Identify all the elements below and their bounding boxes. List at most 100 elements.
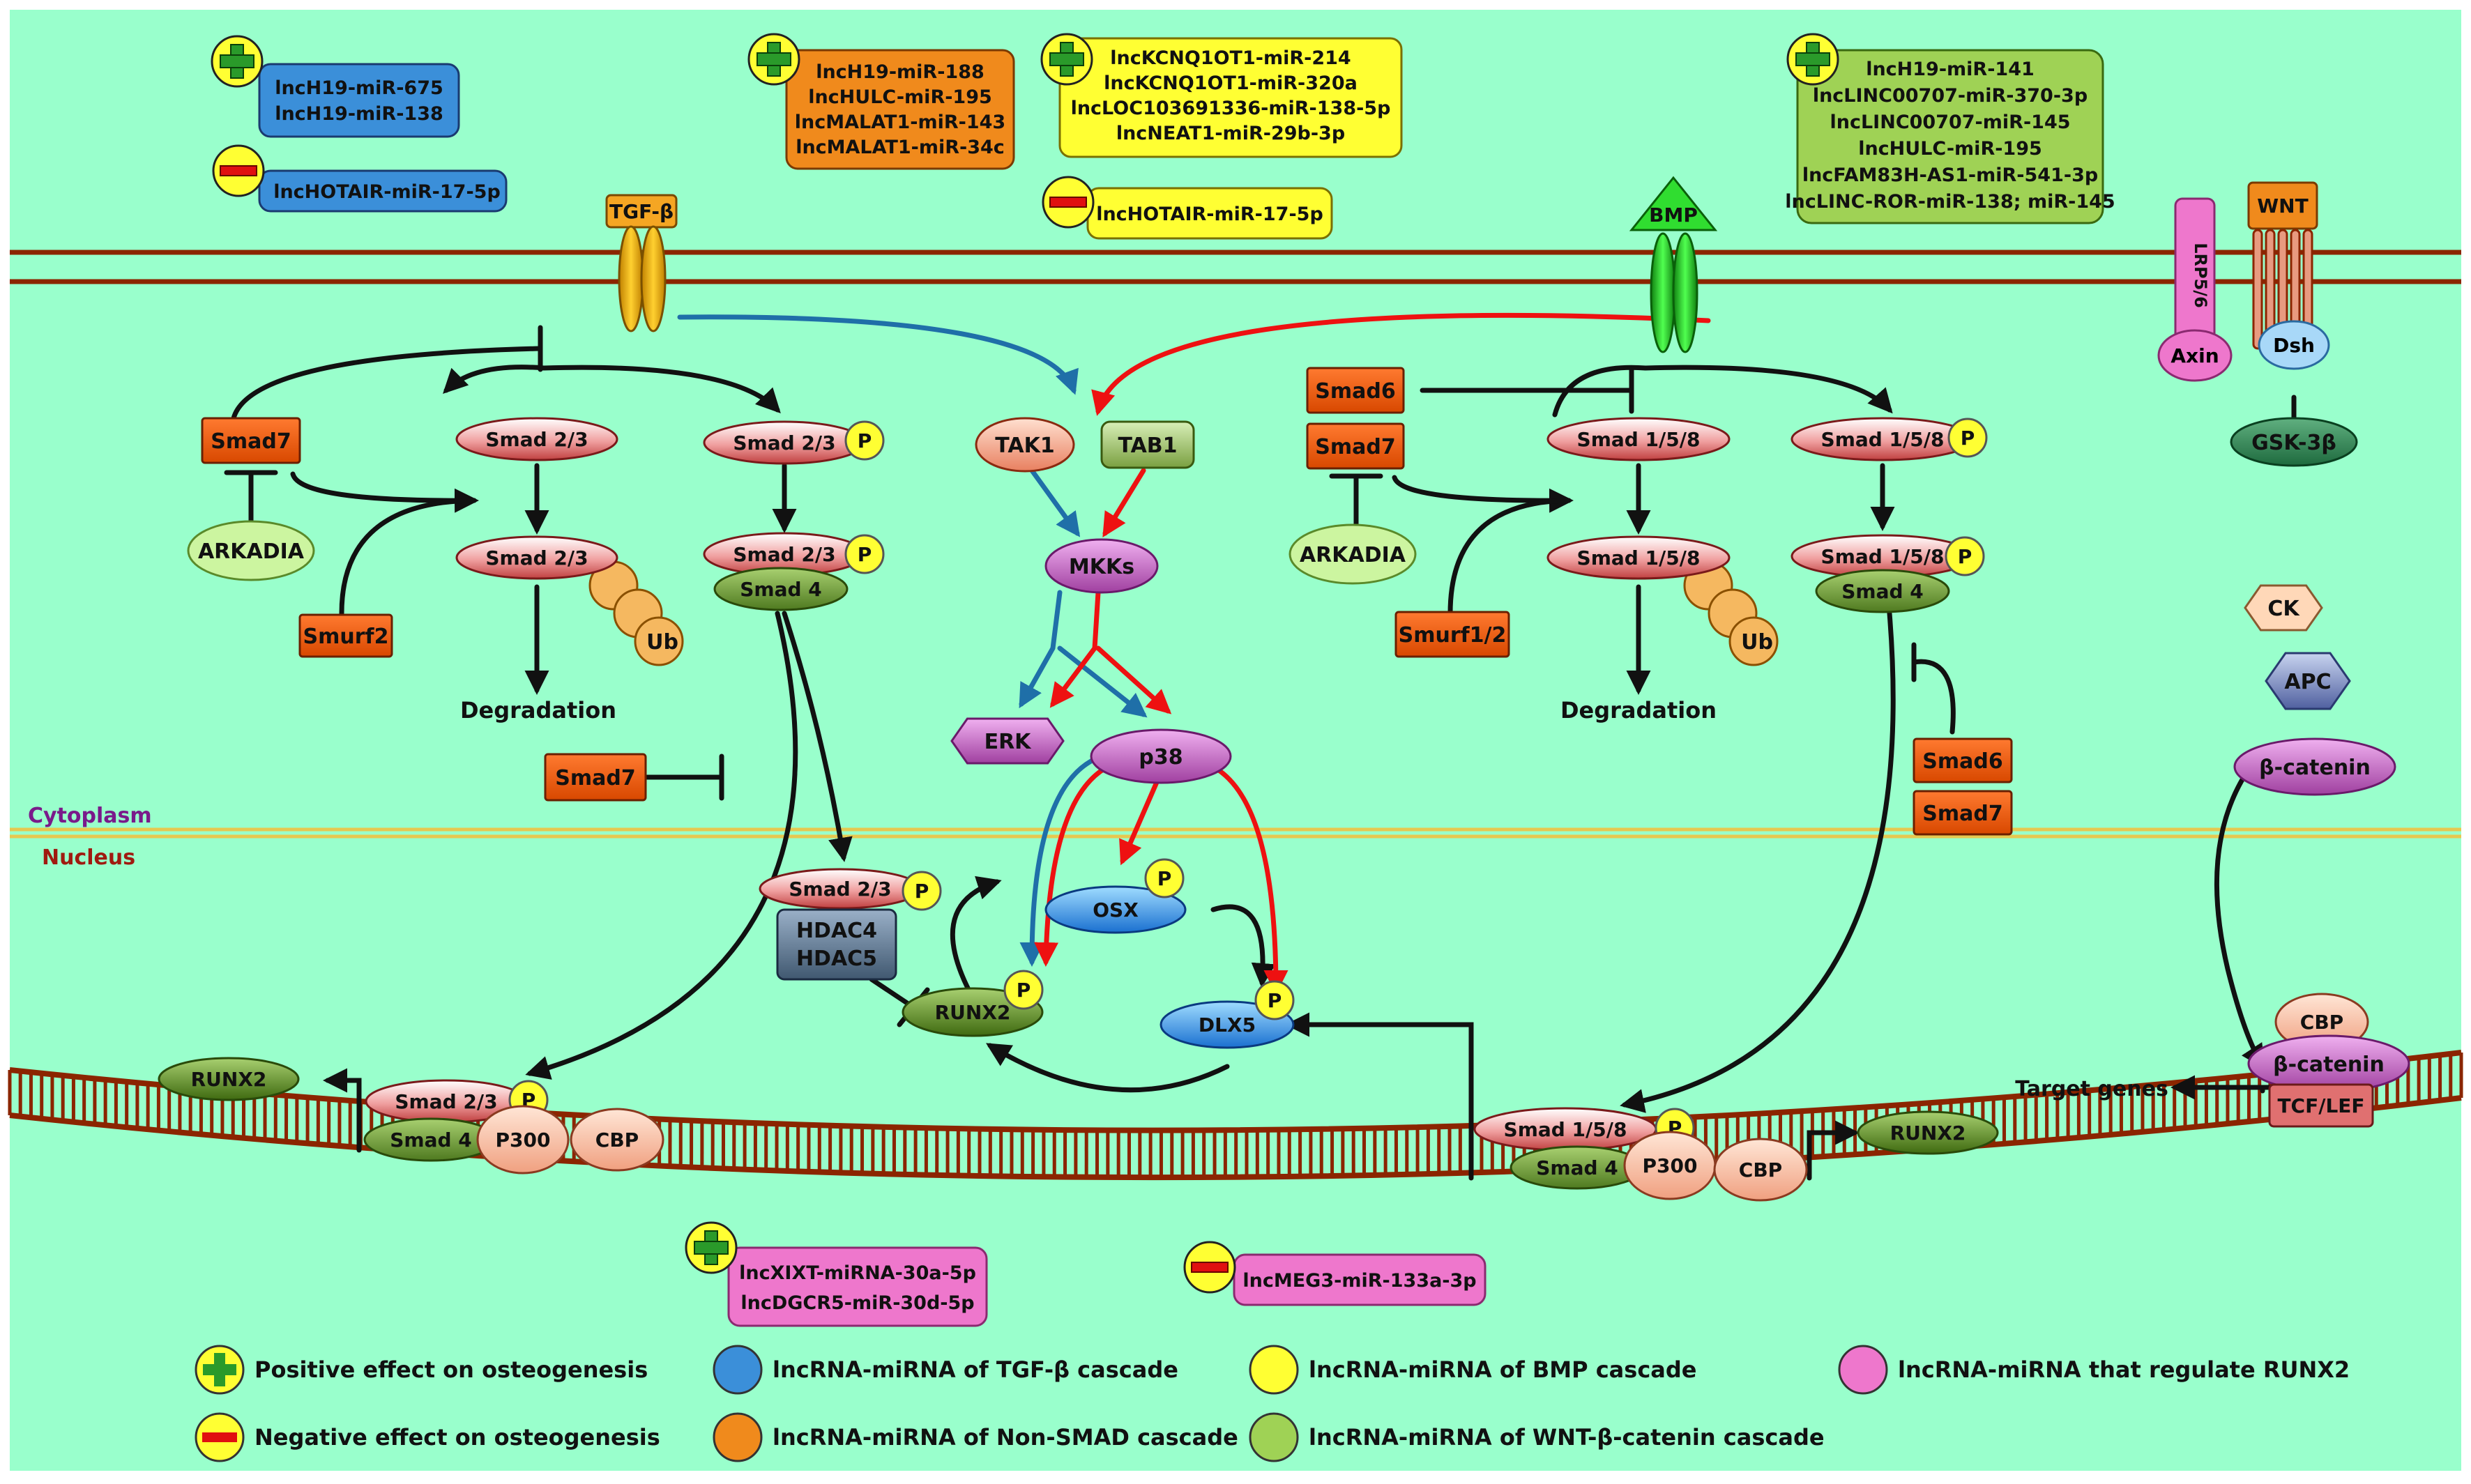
- bcat-cyto: β-catenin: [2235, 739, 2395, 795]
- svg-text:Smad 2/3: Smad 2/3: [733, 543, 835, 566]
- ubiquitin-node: Ub: [1730, 618, 1777, 665]
- tak1: TAK1: [976, 418, 1074, 471]
- smad158-p-a: Smad 1/5/8: [1792, 418, 1973, 460]
- degradation-right: Degradation: [1560, 697, 1717, 724]
- svg-text:Smad7: Smad7: [1922, 802, 2002, 826]
- minus-icon: [1185, 1242, 1235, 1292]
- runx-pos-box: [729, 1248, 987, 1326]
- bmp-label: BMP: [1649, 204, 1698, 227]
- svg-text:Smad7: Smad7: [211, 429, 291, 454]
- svg-text:lncMEG3-miR-133a-3p: lncMEG3-miR-133a-3p: [1242, 1270, 1476, 1292]
- svg-text:Negative effect on osteogenesi: Negative effect on osteogenesis: [254, 1424, 660, 1451]
- svg-text:Smad 4: Smad 4: [390, 1129, 472, 1152]
- phosphate-p: P: [1949, 419, 1986, 457]
- svg-text:P: P: [1961, 427, 1975, 450]
- svg-text:lncRNA-miRNA of BMP cascade: lncRNA-miRNA of BMP cascade: [1309, 1356, 1696, 1383]
- smad7-left: Smad7: [202, 418, 300, 463]
- tab1: TAB1: [1102, 422, 1194, 468]
- tcf-lef: TCF/LEF: [2269, 1085, 2373, 1126]
- svg-text:OSX: OSX: [1093, 898, 1139, 921]
- phosphate-p: P: [846, 422, 883, 459]
- svg-text:RUNX2: RUNX2: [935, 1001, 1011, 1024]
- svg-text:Smad 1/5/8: Smad 1/5/8: [1504, 1118, 1627, 1141]
- plus-icon: [212, 36, 262, 86]
- smurf12: Smurf1/2: [1396, 612, 1509, 657]
- svg-text:lncLINC00707-miR-370-3p: lncLINC00707-miR-370-3p: [1813, 85, 2088, 107]
- p300-r: P300: [1625, 1132, 1715, 1199]
- svg-text:ARKADIA: ARKADIA: [1300, 543, 1406, 567]
- svg-text:lncLINC00707-miR-145: lncLINC00707-miR-145: [1830, 112, 2070, 133]
- svg-text:APC: APC: [2284, 670, 2331, 694]
- svg-text:P: P: [1157, 867, 1172, 890]
- degradation-left: Degradation: [460, 697, 616, 724]
- bcat-nuc: β-catenin: [2249, 1036, 2409, 1092]
- svg-text:Dsh: Dsh: [2273, 334, 2315, 357]
- nucleus-label: Nucleus: [42, 846, 135, 870]
- phosphate-p: P: [846, 535, 883, 573]
- svg-text:P300: P300: [1643, 1154, 1698, 1177]
- cbp-l: CBP: [571, 1109, 663, 1170]
- phosphate-p: P: [1005, 971, 1042, 1009]
- svg-text:Smad 2/3: Smad 2/3: [733, 431, 835, 454]
- ubiquitin-node: Ub: [635, 618, 683, 665]
- svg-text:lncHOTAIR-miR-17-5p: lncHOTAIR-miR-17-5p: [1096, 204, 1323, 225]
- phosphate-p: P: [1146, 859, 1183, 897]
- svg-text:ERK: ERK: [984, 730, 1033, 754]
- smad23-p-a: Smad 2/3: [704, 422, 865, 464]
- plus-icon: [1042, 34, 1092, 84]
- svg-text:DLX5: DLX5: [1199, 1013, 1256, 1036]
- smad23-a: Smad 2/3: [457, 418, 617, 460]
- svg-text:CK: CK: [2267, 597, 2300, 621]
- svg-text:Smurf1/2: Smurf1/2: [1399, 623, 1507, 648]
- tgfb-pos-box: [259, 64, 459, 137]
- svg-text:GSK-3β: GSK-3β: [2251, 431, 2336, 455]
- svg-text:Smad 2/3: Smad 2/3: [485, 428, 588, 451]
- smad158-a: Smad 1/5/8: [1548, 418, 1729, 460]
- svg-text:β-catenin: β-catenin: [2273, 1053, 2385, 1077]
- svg-text:p38: p38: [1139, 745, 1183, 770]
- apc: APC: [2266, 653, 2350, 709]
- svg-text:CBP: CBP: [595, 1129, 639, 1152]
- phosphate-p: P: [1946, 537, 1984, 575]
- minus-icon: [1043, 177, 1093, 227]
- svg-text:MKKs: MKKs: [1069, 555, 1134, 579]
- svg-text:lncHULC-miR-195: lncHULC-miR-195: [1858, 138, 2042, 160]
- svg-text:CBP: CBP: [2300, 1011, 2343, 1034]
- svg-text:Smad7: Smad7: [1315, 435, 1395, 459]
- arkadia-right: ARKADIA: [1290, 525, 1415, 583]
- minus-icon: [213, 146, 264, 196]
- smad23-nuc: Smad 2/3: [760, 869, 920, 908]
- svg-text:lncFAM83H-AS1-miR-541-3p: lncFAM83H-AS1-miR-541-3p: [1802, 165, 2098, 186]
- wnt-label: WNT: [2257, 194, 2308, 217]
- svg-text:Smad6: Smad6: [1922, 749, 2002, 774]
- runx2-out-left: RUNX2: [159, 1058, 298, 1100]
- svg-text:lncKCNQ1OT1-miR-214: lncKCNQ1OT1-miR-214: [1110, 47, 1351, 69]
- svg-text:Smad 4: Smad 4: [1536, 1156, 1618, 1179]
- svg-text:RUNX2: RUNX2: [1890, 1122, 1966, 1145]
- svg-text:lncLINC-ROR-miR-138; miR-145: lncLINC-ROR-miR-138; miR-145: [1785, 191, 2115, 213]
- svg-text:Smad 2/3: Smad 2/3: [395, 1090, 497, 1113]
- svg-text:TCF/LEF: TCF/LEF: [2277, 1094, 2364, 1117]
- svg-text:lncHULC-miR-195: lncHULC-miR-195: [808, 86, 992, 108]
- svg-text:lncMALAT1-miR-143: lncMALAT1-miR-143: [795, 112, 1005, 133]
- lrp-label: LRP5/6: [2191, 243, 2210, 308]
- svg-text:lncXIXT-miRNA-30a-5p: lncXIXT-miRNA-30a-5p: [739, 1262, 976, 1284]
- svg-text:lncRNA-miRNA that regulate RUN: lncRNA-miRNA that regulate RUNX2: [1898, 1356, 2350, 1383]
- smad6-top: Smad6: [1307, 368, 1404, 413]
- smad6-bottom: Smad6: [1914, 739, 2012, 782]
- svg-text:P: P: [858, 543, 872, 566]
- svg-text:TAK1: TAK1: [995, 434, 1054, 458]
- svg-text:lncKCNQ1OT1-miR-320a: lncKCNQ1OT1-miR-320a: [1104, 72, 1358, 94]
- erk: ERK: [952, 719, 1063, 763]
- svg-text:Smad 1/5/8: Smad 1/5/8: [1577, 428, 1701, 451]
- svg-text:lncH19-miR-141: lncH19-miR-141: [1866, 59, 2035, 80]
- svg-text:lncH19-miR-675: lncH19-miR-675: [275, 77, 443, 99]
- svg-text:lncNEAT1-miR-29b-3p: lncNEAT1-miR-29b-3p: [1116, 123, 1345, 144]
- svg-text:lncH19-miR-138: lncH19-miR-138: [275, 103, 443, 125]
- svg-text:P: P: [1958, 545, 1972, 568]
- p38: p38: [1091, 730, 1231, 783]
- arkadia-left: ARKADIA: [188, 521, 314, 580]
- svg-text:lncRNA-miRNA of Non-SMAD casca: lncRNA-miRNA of Non-SMAD cascade: [773, 1424, 1238, 1451]
